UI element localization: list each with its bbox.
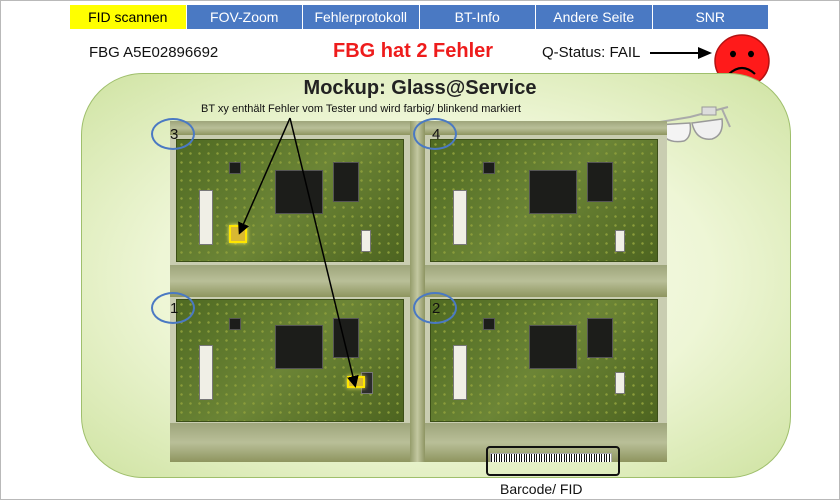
connector xyxy=(615,230,625,252)
error-summary: FBG hat 2 Fehler xyxy=(333,40,494,62)
chip xyxy=(275,170,323,214)
tab-fid-scannen[interactable]: FID scannen xyxy=(70,5,187,29)
fbg-id: FBG A5E02896692 xyxy=(89,44,219,61)
barcode-label: Barcode/ FID xyxy=(500,481,583,497)
pcb-board-2 xyxy=(430,299,658,422)
mockup-title: Mockup: Glass@Service xyxy=(303,77,537,99)
chip xyxy=(587,318,613,358)
tab-andere-seite[interactable]: Andere Seite xyxy=(536,5,653,29)
chip xyxy=(275,325,323,369)
pcb-board-4 xyxy=(430,139,658,262)
board-marker-4[interactable]: 4 xyxy=(413,118,457,150)
connector xyxy=(615,372,625,394)
chip xyxy=(529,170,577,214)
pcb-board-1 xyxy=(176,299,404,422)
board-marker-1[interactable]: 1 xyxy=(151,292,195,324)
chip xyxy=(483,162,495,174)
pcb-board-3 xyxy=(176,139,404,262)
highlighted-component xyxy=(347,376,365,388)
board-marker-3[interactable]: 3 xyxy=(151,118,195,150)
panel-rail-vertical xyxy=(410,121,425,462)
connector xyxy=(199,190,213,245)
chip xyxy=(229,162,241,174)
barcode-strip xyxy=(490,453,612,462)
connector xyxy=(361,230,371,252)
connector xyxy=(199,345,213,400)
tab-snr[interactable]: SNR xyxy=(652,5,769,29)
barcode-highlight[interactable] xyxy=(486,446,620,476)
board-marker-2[interactable]: 2 xyxy=(413,292,457,324)
pcb-photo xyxy=(170,121,667,462)
connector xyxy=(453,345,467,400)
chip xyxy=(529,325,577,369)
tab-bt-info[interactable]: BT-Info xyxy=(419,5,536,29)
tab-fov-zoom[interactable]: FOV-Zoom xyxy=(186,5,303,29)
arrow-right-icon xyxy=(650,47,712,59)
chip xyxy=(587,162,613,202)
chip xyxy=(483,318,495,330)
tab-bar: FID scannen FOV-Zoom Fehlerprotokoll BT-… xyxy=(70,5,769,29)
q-status: Q-Status: FAIL xyxy=(542,44,641,61)
connector xyxy=(453,190,467,245)
error-annotation-text: BT xy enthält Fehler vom Tester und wird… xyxy=(201,103,521,115)
highlighted-component xyxy=(229,225,247,243)
chip xyxy=(333,162,359,202)
chip xyxy=(229,318,241,330)
tab-fehlerprotokoll[interactable]: Fehlerprotokoll xyxy=(303,5,420,29)
chip xyxy=(333,318,359,358)
smart-glasses-icon xyxy=(653,106,731,143)
